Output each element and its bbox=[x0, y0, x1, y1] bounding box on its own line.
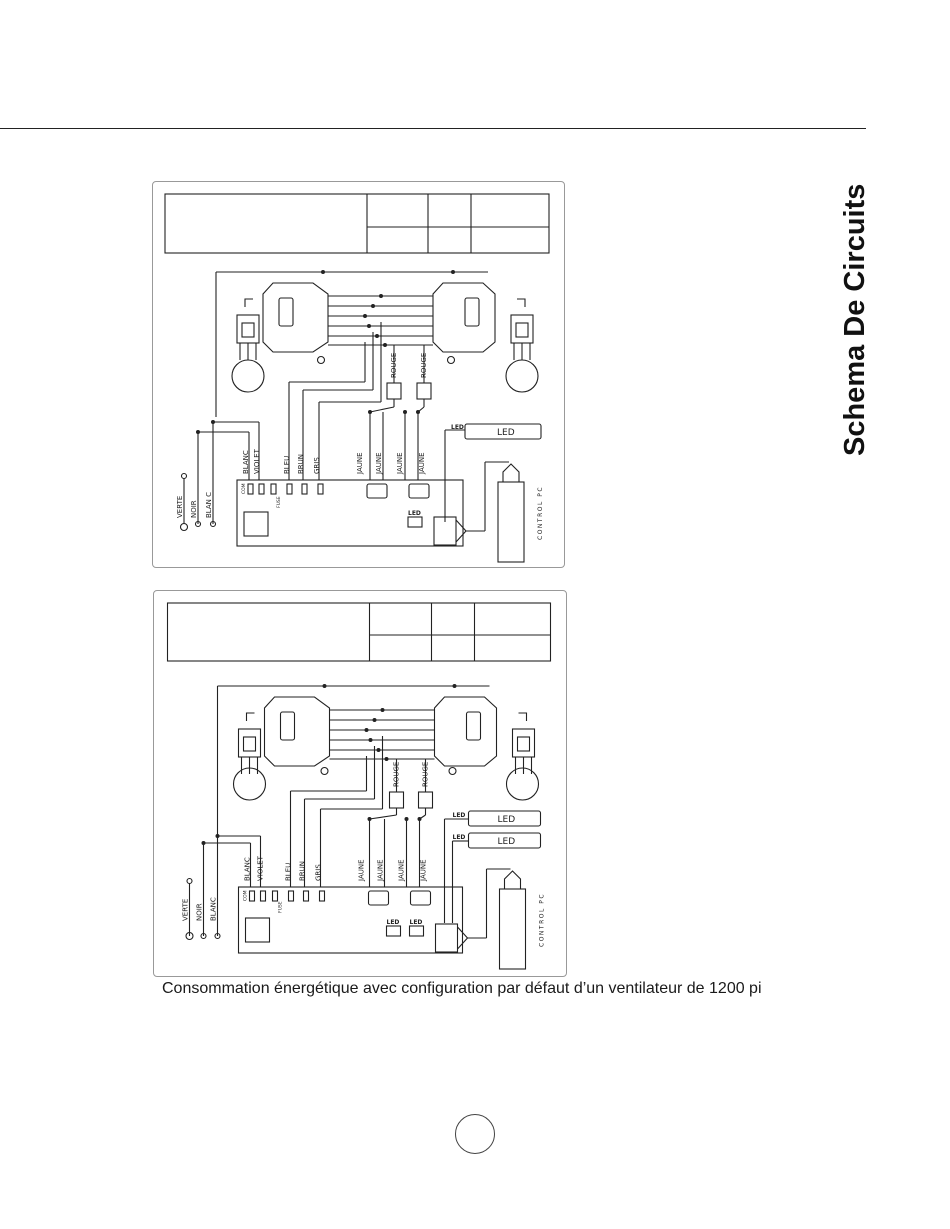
relay-label: ROUGE bbox=[422, 762, 430, 787]
led-lead-label: LED bbox=[453, 812, 466, 819]
relay-label: ROUGE bbox=[393, 762, 401, 787]
supply-label: VERTE bbox=[176, 496, 184, 518]
led-lead-label: LED bbox=[453, 834, 466, 841]
led-lamp-box-2 bbox=[467, 832, 542, 849]
wire-label: BLEU bbox=[283, 456, 291, 474]
wiring-diagram-top: BLANC VIOLET BLEU BRUN GRIS JAUNE JAUNE … bbox=[152, 181, 565, 568]
lamp-socket-right bbox=[511, 728, 536, 758]
lamp-right bbox=[505, 359, 539, 393]
relay-right bbox=[417, 791, 434, 809]
connector-label: LED bbox=[387, 919, 400, 926]
motor-housing-right bbox=[433, 696, 498, 767]
supply-label: BLAN C bbox=[205, 492, 213, 518]
wire-label: JAUNE bbox=[358, 859, 366, 882]
wire-label: BRUN bbox=[299, 861, 307, 881]
control-pc-panel bbox=[497, 481, 525, 563]
lamp-socket-left bbox=[237, 728, 262, 758]
com-label: COM bbox=[241, 483, 247, 494]
wire-label: VIOLET bbox=[257, 855, 265, 881]
control-board bbox=[236, 479, 464, 547]
led-lead-label: LED bbox=[451, 424, 464, 431]
led-lamp-box bbox=[467, 810, 542, 827]
wiring-diagram-bottom-svg: BLANC VIOLET BLEU BRUN GRIS JAUNE JAUNE … bbox=[166, 602, 552, 970]
wire-label: JAUNE bbox=[398, 859, 406, 882]
supply-label: BLANC bbox=[210, 897, 218, 921]
lamp-right bbox=[505, 767, 540, 801]
led-box-label: LED bbox=[498, 815, 516, 825]
wire-label: BLEU bbox=[285, 863, 293, 881]
com-label: COM bbox=[243, 890, 249, 901]
wire-label: JAUNE bbox=[396, 452, 404, 475]
supply-label: VERTE bbox=[182, 899, 190, 921]
control-pc-label: CONTROL PC bbox=[537, 486, 544, 540]
header-rule bbox=[0, 128, 866, 129]
page-number-circle bbox=[455, 1114, 495, 1154]
control-pc-label: CONTROL PC bbox=[539, 893, 546, 947]
lamp-socket-left bbox=[236, 314, 260, 344]
wire-label: JAUNE bbox=[377, 859, 385, 882]
page-title: Schema De Circuits bbox=[839, 183, 871, 456]
wire-label: GRIS bbox=[315, 864, 323, 881]
led-lamp-box bbox=[464, 423, 542, 440]
caption-text: Consommation énergétique avec configurat… bbox=[162, 980, 762, 997]
motor-housing-left bbox=[263, 696, 331, 767]
motor-housing-right bbox=[432, 282, 496, 353]
spec-table bbox=[164, 193, 550, 254]
wiring-diagram-bottom: BLANC VIOLET BLEU BRUN GRIS JAUNE JAUNE … bbox=[153, 590, 567, 977]
lamp-left bbox=[232, 767, 267, 801]
wire-label: BLANC bbox=[242, 450, 250, 474]
wire-label: GRIS bbox=[313, 457, 321, 474]
wire-label: JAUNE bbox=[375, 452, 383, 475]
motor-housing-left bbox=[262, 282, 329, 353]
wire-label: JAUNE bbox=[420, 859, 428, 882]
wire-label: JAUNE bbox=[418, 452, 426, 475]
lamp-socket-right bbox=[510, 314, 534, 344]
fuse-label: FUSE bbox=[278, 901, 284, 913]
supply-label: NOIR bbox=[190, 500, 198, 518]
relay-right bbox=[416, 382, 432, 400]
wire-label: JAUNE bbox=[356, 452, 364, 475]
wire-label: BRUN bbox=[297, 454, 305, 474]
supply-label: NOIR bbox=[196, 903, 204, 921]
lamp-left bbox=[231, 359, 265, 393]
fuse-label: FUSE bbox=[276, 496, 282, 508]
led-box-label: LED bbox=[498, 837, 516, 847]
control-pc-panel bbox=[498, 888, 527, 970]
connector-label: LED bbox=[410, 919, 423, 926]
relay-left bbox=[386, 382, 402, 400]
wire-label: VIOLET bbox=[253, 448, 261, 474]
relay-label: ROUGE bbox=[420, 353, 428, 378]
connector-label: LED bbox=[408, 510, 421, 517]
spec-table bbox=[166, 602, 552, 662]
relay-left bbox=[388, 791, 405, 809]
wire-label: BLANC bbox=[244, 857, 252, 881]
control-board bbox=[237, 886, 464, 954]
wiring-diagram-top-svg: BLANC VIOLET BLEU BRUN GRIS JAUNE JAUNE … bbox=[164, 193, 550, 563]
relay-label: ROUGE bbox=[390, 353, 398, 378]
led-box-label: LED bbox=[497, 428, 515, 438]
